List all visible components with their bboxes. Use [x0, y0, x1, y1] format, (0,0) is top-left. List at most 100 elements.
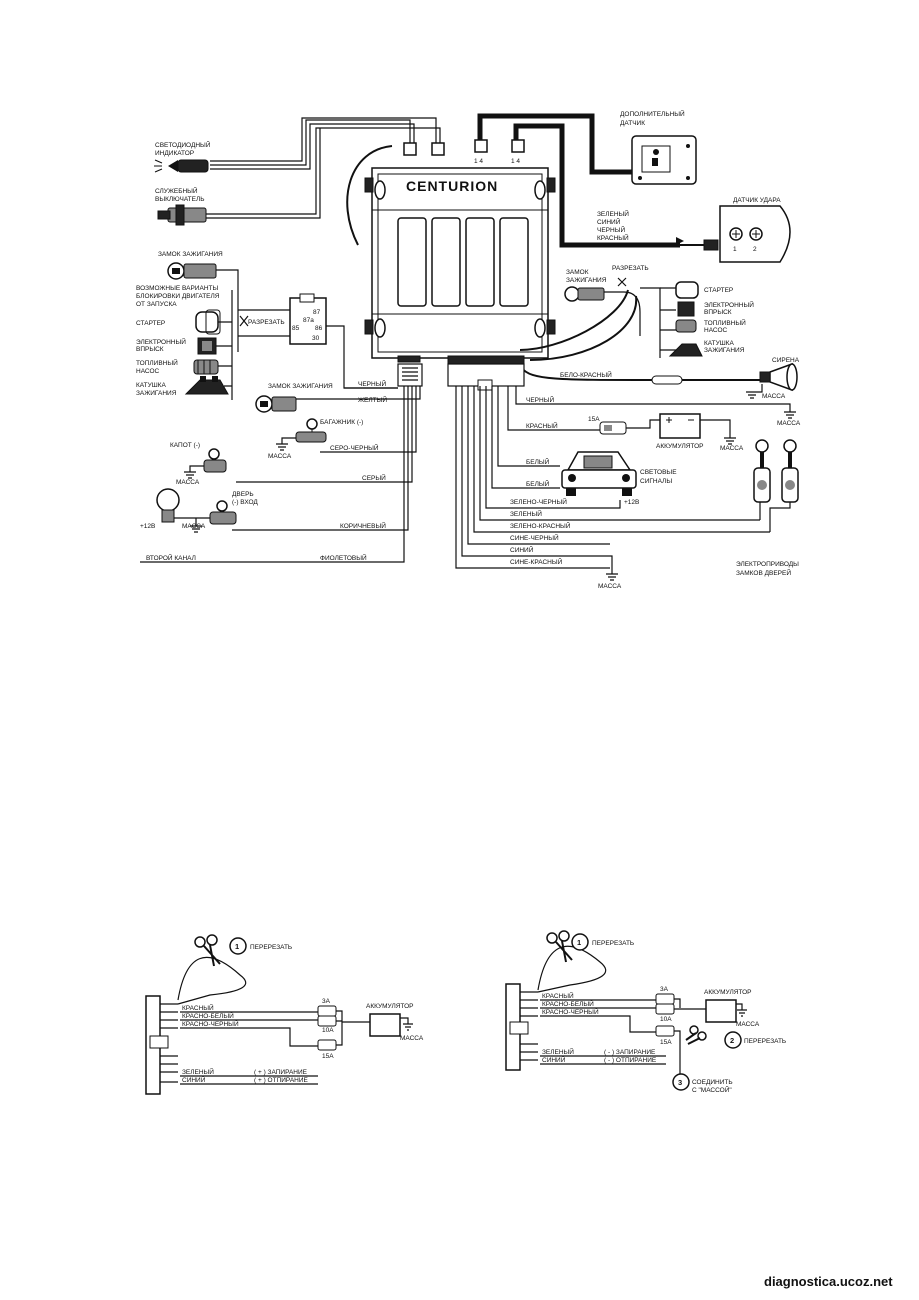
door-label-2: (-) ВХОД	[232, 499, 258, 506]
trunk-label: БАГАЖНИК (-)	[320, 419, 363, 426]
left-harness-connector	[397, 363, 423, 387]
fuses-b	[655, 993, 675, 1037]
actuator-ground-label: МАССА	[598, 583, 622, 590]
left-coil-label-2: ЗАЖИГАНИЯ	[136, 390, 177, 397]
right-red-label: КРАСНЫЙ	[526, 421, 558, 430]
right-injection-label-2: ВПРЫСК	[704, 309, 732, 316]
hood-switch-icon	[203, 448, 227, 473]
door-plus12-label: +12В	[140, 523, 155, 530]
left-cut-label: РАЗРЕЗАТЬ	[248, 319, 285, 326]
blue-red-label: СИНЕ-КРАСНЫЙ	[510, 557, 563, 566]
door-switch-icon	[209, 500, 237, 525]
diagram-a-lock: ( + ) ЗАПИРАНИЕ	[254, 1069, 308, 1076]
diagram-a-ground: МАССА	[400, 1035, 424, 1042]
siren-icon	[759, 362, 798, 392]
right-pump-label-1: ТОПЛИВНЫЙ	[704, 318, 746, 327]
top-connectors	[403, 139, 525, 156]
diagram-a-battery: АККУМУЛЯТОР	[366, 1003, 413, 1010]
wire-yellow-label: ЖЕЛТЫЙ	[358, 395, 387, 404]
service-switch-label-2: ВЫКЛЮЧАТЕЛЬ	[155, 196, 205, 203]
door-actuator-icon-2	[781, 439, 799, 503]
left-pump-label-1: ТОПЛИВНЫЙ	[136, 358, 178, 367]
white-label-1: БЕЛЫЙ	[526, 457, 550, 466]
right-black-label: ЧЕРНЫЙ	[526, 395, 554, 404]
green-black-label: ЗЕЛЕНО-ЧЕРНЫЙ	[510, 497, 567, 506]
diagram-b-red-black: КРАСНО-ЧЕРНЫЙ	[542, 1007, 599, 1016]
ignition-lock-2-icon	[255, 395, 297, 413]
wire-grey-black-label: СЕРО-ЧЕРНЫЙ	[330, 443, 379, 452]
led-indicator-icon	[154, 159, 209, 173]
light-signals-label-2: СИГНАЛЫ	[640, 478, 672, 485]
fuse-15a-icon	[599, 421, 627, 435]
right-cut-label: РАЗРЕЗАТЬ	[612, 265, 649, 272]
relay-pin-87: 87	[313, 309, 321, 316]
diagram-a-red-black: КРАСНО-ЧЕРНЫЙ	[182, 1019, 239, 1028]
scissors-icon-b2	[685, 1025, 707, 1045]
diagram-a-fuse-10a: 10А	[322, 1027, 334, 1034]
diagram-b-ground: МАССА	[736, 1021, 760, 1028]
blue-label: СИНИЙ	[510, 545, 534, 554]
scissors-icon-a	[194, 934, 221, 967]
relay-pin-87a: 87а	[303, 317, 314, 324]
hood-label: КАПОТ (-)	[170, 442, 200, 449]
ignition-lock-2-label: ЗАМОК ЗАЖИГАНИЯ	[268, 383, 333, 390]
hood-ground-label: МАССА	[176, 479, 200, 486]
scissors-icon-b1	[546, 930, 573, 963]
wire-black-label: ЧЕРНЫЙ	[358, 379, 386, 388]
service-switch-icon	[157, 204, 207, 226]
diagram-b-connect-2: С "МАССОЙ"	[692, 1085, 732, 1094]
diagram-a-step1: 1	[235, 942, 239, 951]
right-coil-label-2: ЗАЖИГАНИЯ	[704, 347, 745, 354]
diagram-a-fuse-15a: 15А	[322, 1053, 334, 1060]
connector-pins-2: 1 4	[511, 158, 520, 165]
actuators-label-1: ЭЛЕКТРОПРИВОДЫ	[736, 561, 799, 568]
wire-violet-label: ФИОЛЕТОВЫЙ	[320, 553, 367, 562]
light-signals-label-1: СВЕТОВЫЕ	[640, 469, 677, 476]
diagram-b-unlock: ( - ) ОТПИРАНИЕ	[604, 1057, 657, 1064]
relay-icon	[289, 293, 327, 345]
diagram-a-blue: СИНИЙ	[182, 1075, 206, 1084]
diagram-a-red: КРАСНЫЙ	[182, 1003, 214, 1012]
immobilizer-label-1: ВОЗМОЖНЫЕ ВАРИАНТЫ	[136, 285, 218, 292]
trunk-switch-icon	[295, 418, 327, 443]
diagram-b-blue: СИНИЙ	[542, 1055, 566, 1064]
green-label: ЗЕЛЕНЫЙ	[510, 509, 542, 518]
green-red-label: ЗЕЛЕНО-КРАСНЫЙ	[510, 521, 571, 530]
dome-lamp-icon	[156, 488, 180, 523]
led-indicator-label-1: СВЕТОДИОДНЫЙ	[155, 140, 211, 149]
diagram-b-fuse-15a: 15А	[660, 1039, 672, 1046]
relay-pin-85: 85	[292, 325, 300, 332]
diagram-b-cut2: ПЕРЕРЕЗАТЬ	[744, 1038, 786, 1045]
service-switch-label-1: СЛУЖЕБНЫЙ	[155, 186, 198, 195]
extra-sensor-label-2: ДАТЧИК	[620, 120, 645, 127]
sensor-wire-black: ЧЕРНЫЙ	[597, 225, 625, 234]
battery-label: АККУМУЛЯТОР	[656, 443, 703, 450]
door-actuator-icon-1	[753, 439, 771, 503]
trunk-ground-label: МАССА	[268, 453, 292, 460]
shock-sensor-label: ДАТЧИК УДАРА	[733, 197, 781, 204]
right-injector-icon	[677, 301, 695, 317]
diagram-b-lock: ( - ) ЗАПИРАНИЕ	[604, 1049, 656, 1056]
injector-icon	[197, 337, 217, 355]
battery-b-icon	[705, 999, 737, 1023]
battery-ground-label: МАССА	[720, 445, 744, 452]
diagram-b-green: ЗЕЛЕНЫЙ	[542, 1047, 574, 1056]
diagram-a-red-white: КРАСНО-БЕЛЫЙ	[182, 1011, 234, 1020]
diagram-b-fuse-10a: 10А	[660, 1016, 672, 1023]
diagram-b-step1: 1	[577, 938, 581, 947]
immobilizer-label-3: ОТ ЗАПУСКА	[136, 301, 177, 308]
door-label-1: ДВЕРЬ	[232, 491, 254, 498]
diagram-b-step3: 3	[678, 1078, 682, 1087]
wire-grey-label: СЕРЫЙ	[362, 473, 386, 482]
diagram-b-battery: АККУМУЛЯТОР	[704, 989, 751, 996]
wire-brown-label: КОРИЧНЕВЫЙ	[340, 521, 386, 530]
actuators-label-2: ЗАМКОВ ДВЕРЕЙ	[736, 568, 791, 577]
left-pump-label-2: НАСОС	[136, 368, 159, 375]
blue-black-label: СИНЕ-ЧЕРНЫЙ	[510, 533, 559, 542]
second-channel-label: ВТОРОЙ КАНАЛ	[146, 553, 196, 562]
white-red-label: БЕЛО-КРАСНЫЙ	[560, 370, 612, 379]
diagram-a-cut: ПЕРЕРЕЗАТЬ	[250, 944, 292, 951]
brand-label: CENTURION	[406, 178, 498, 194]
extra-sensor-icon	[631, 135, 697, 185]
